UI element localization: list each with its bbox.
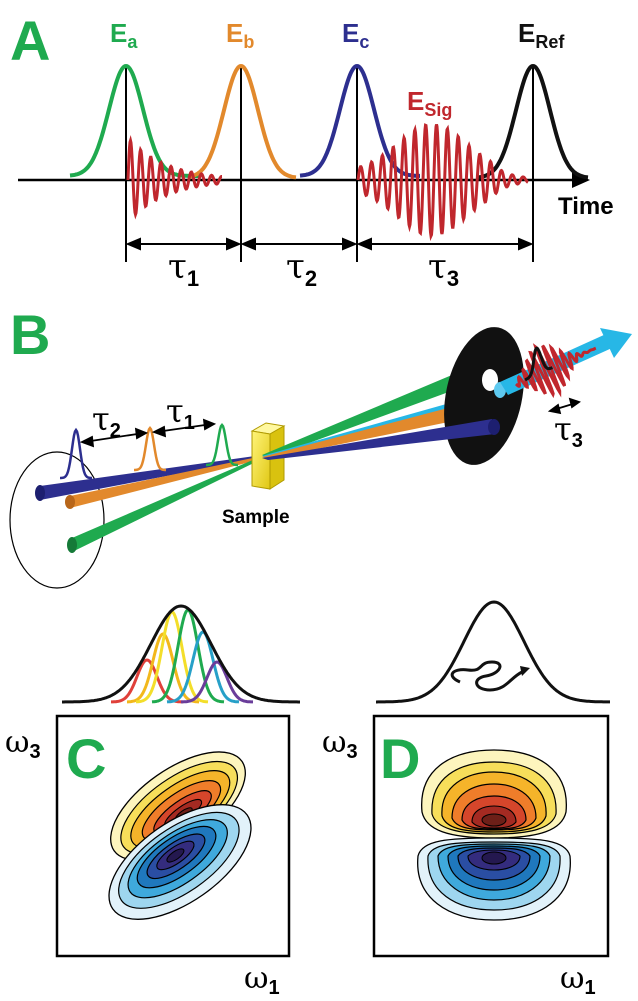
signal-label: ESig [407, 86, 452, 120]
spectrum-d-envelope [376, 600, 610, 704]
panel-a-label: A [10, 9, 50, 72]
beam-signal-arrow-icon [600, 328, 632, 358]
pulse-a-envelope [69, 63, 200, 178]
panel-b: B [9, 303, 632, 589]
beam-b-in [70, 456, 262, 508]
beam-a-in [72, 456, 262, 552]
tau1-label-a: τ1 [168, 247, 199, 291]
beam-c-out [262, 419, 495, 460]
panel-c: C ω3 ω1 [5, 714, 291, 999]
pulse-a-label: Ea [110, 18, 138, 52]
beam-b-out [262, 404, 468, 459]
signal-packet-b [514, 343, 597, 399]
signal-wave-2 [356, 123, 529, 242]
pulse-b-label: Eb [226, 18, 254, 52]
panel-b-label: B [10, 303, 50, 366]
panel-d-x-label: ω1 [560, 961, 596, 999]
beam-c-end [35, 485, 45, 501]
tau-arrows-b [79, 397, 581, 448]
contour-d-negative [417, 837, 571, 921]
time-axis-label: Time [558, 193, 614, 220]
panel-a: A Time Ea Eb Ec ESig ERef [10, 9, 614, 291]
panel-d-y-label: ω3 [322, 725, 358, 763]
ref-label: ERef [518, 18, 565, 52]
beam-cross-section [9, 451, 105, 589]
spectrum-d [376, 600, 610, 704]
contour-c-negative [108, 804, 252, 920]
ref-pulse-b [524, 346, 554, 382]
panel-c-label: C [66, 727, 106, 790]
beam-c-in [40, 455, 262, 500]
panel-d-label: D [380, 727, 420, 790]
squiggle-arrow-icon [520, 666, 530, 676]
spectrum-c-peaks [111, 608, 253, 704]
spectrum-c-peak [166, 630, 240, 704]
pulse-ref-envelope [477, 63, 589, 180]
signal-wave-1 [126, 135, 223, 220]
spectral-diffusion-squiggle-icon [450, 660, 523, 692]
panel-c-y-label: ω3 [5, 725, 41, 763]
contour-d-positive [421, 749, 567, 839]
pulse-icon-a [206, 423, 238, 467]
tau2-label-b: τ2 [92, 400, 121, 442]
beam-sig-out [262, 390, 500, 458]
tau-arrows [125, 237, 534, 251]
pulse-c-envelope [299, 63, 420, 178]
tau3-label-b: τ3 [554, 410, 583, 452]
spectrum-c-envelope [62, 604, 300, 704]
spectrum-c-peak [181, 660, 253, 704]
pulse-icon-b [134, 425, 166, 472]
tau3-label-a: τ3 [428, 247, 459, 291]
beam-a-out [262, 364, 487, 458]
aperture-disc-icon [444, 327, 524, 465]
spectrum-c [62, 604, 300, 704]
panel-c-x-label: ω1 [244, 961, 280, 999]
spectrum-c-peak [111, 658, 183, 704]
sample-label: Sample [222, 507, 290, 528]
tau2-label-a: τ2 [286, 247, 317, 291]
beam-b-end [65, 495, 75, 509]
pulse-c-label: Ec [342, 18, 369, 52]
tau1-label-b: τ1 [166, 392, 195, 434]
contour-c-positive [110, 751, 246, 861]
pulse-b-envelope [189, 63, 297, 180]
beam-c-out-end [488, 419, 500, 435]
panel-d: D ω3 ω1 [322, 714, 610, 999]
beam-a-end [67, 537, 77, 553]
pulse-icon-c [60, 427, 92, 480]
